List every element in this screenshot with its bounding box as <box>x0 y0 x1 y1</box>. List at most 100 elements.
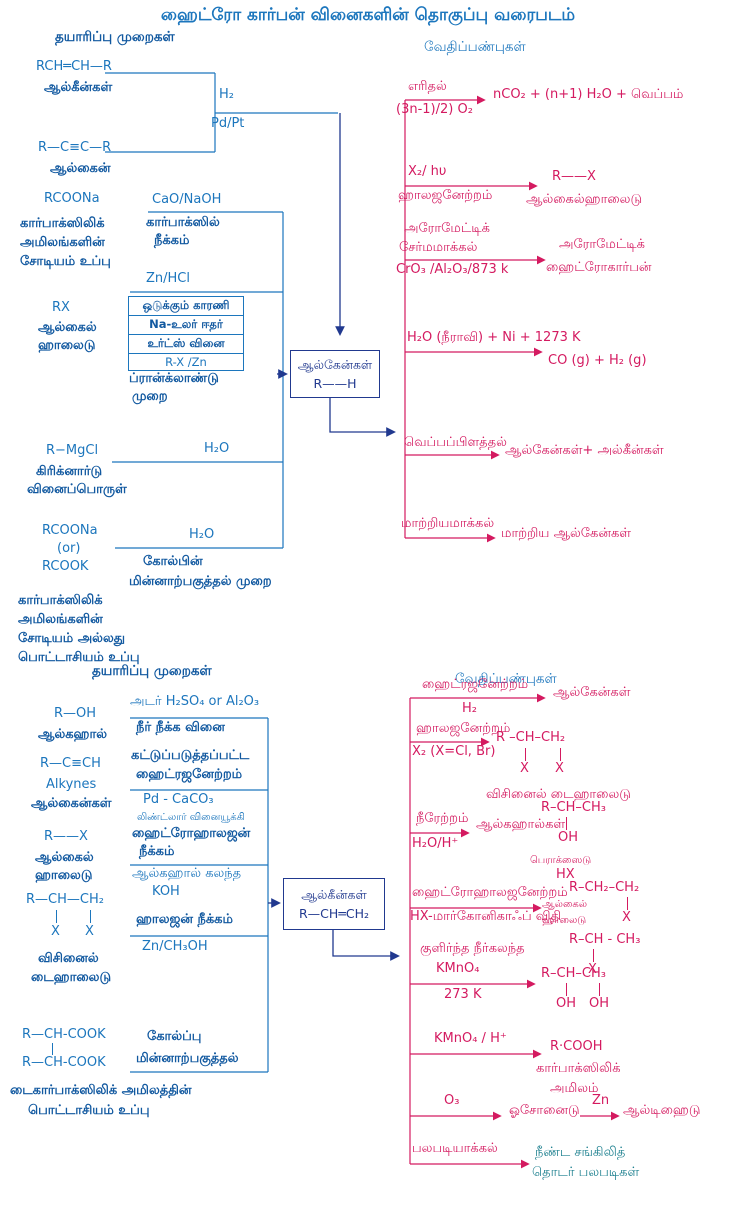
vicinal-product-x-2: X <box>555 761 564 776</box>
pdpt-catalyst: Pd/Pt <box>211 116 245 131</box>
peroxide-label: பெராக்ஸைடு <box>530 855 592 866</box>
reaction-lines-top <box>404 95 546 543</box>
vicinal-x-2: X <box>85 924 94 939</box>
wurtz-row-na-dry-ether: Na-உலர் ஈதர் <box>129 315 243 334</box>
rx-formula: RX <box>52 300 70 315</box>
alkyl-halide-product-1: ஆல்கைல் <box>542 899 588 910</box>
bond-line <box>560 748 562 761</box>
kolbe-bottom-2: மின்னாற்பகுத்தல் <box>136 1051 239 1066</box>
alkyl-halide-bottom-1: ஆல்கைல் <box>35 850 94 865</box>
alkyl-halide-label-1: ஆல்கைல் <box>38 320 97 335</box>
halogenation-product-label: ஆல்கைல்ஹாலைடு <box>526 192 643 207</box>
vicinal-product-x-1: X <box>520 761 529 776</box>
combustion-label: எரிதல் <box>408 79 447 94</box>
prep-header-bottom: தயாரிப்பு முறைகள் <box>92 663 212 679</box>
zn-hcl-reagent: Zn/HCl <box>146 271 190 286</box>
center-connectors <box>268 113 400 961</box>
wurtz-row-reducing-agent: ஒடுக்கும் காரணி <box>142 298 230 312</box>
prop-header-bottom: வேதிப்பண்புகள் <box>455 671 557 687</box>
wurtz-method-box: ஒடுக்கும் காரணி Na-உலர் ஈதர் உர்ட்ஸ் வின… <box>128 296 244 371</box>
hydrogenation-reagent: H₂ <box>462 701 477 716</box>
markovnikov-formula: R–CH - CH₃ <box>569 932 641 947</box>
alkyne-formula-bottom: R—C≡CH <box>40 756 101 771</box>
dicarboxylate-formula-1: R—CH-COOK <box>22 1027 106 1042</box>
lindlar-catalyst-label: லிண்ட்லார் வினையூக்கி <box>137 812 245 823</box>
alkyl-halide-product-2: ஹாலைடு <box>542 915 587 926</box>
prep-lines-bottom <box>130 717 269 1073</box>
steam-products: CO (g) + H₂ (g) <box>548 353 647 368</box>
decarboxylation-label-2: நீக்கம் <box>154 233 190 248</box>
halogenation-product-formula: R——X <box>552 169 596 184</box>
dehydration-reagent: அடர் H₂SO₄ or Al₂O₃ <box>130 694 260 709</box>
salt-label-2: அமிலங்களின் <box>18 612 103 627</box>
aromatization-label-1: அரோமேட்டிக் <box>404 221 490 236</box>
grignard-formula: R−MgCl <box>46 443 99 458</box>
bond-line <box>566 983 568 996</box>
wurtz-row-wurtz-reaction: உர்ட்ஸ் வினை <box>129 334 243 353</box>
vicinal-label-1: விசினைல் <box>38 951 99 966</box>
ozone-reagent: O₃ <box>444 1093 460 1108</box>
pyrolysis-label: வெப்பப்பிளத்தல் <box>404 435 507 450</box>
prep-lines-top <box>105 72 338 549</box>
alkyne-formula: R—C≡C—R <box>38 140 112 155</box>
or-label: (or) <box>57 541 81 556</box>
markovnikov-x: X <box>588 962 597 977</box>
hydration-label: நீரேற்றம் <box>416 811 469 826</box>
prep-header-top: தயாரிப்பு முறைகள் <box>55 29 175 45</box>
alkene-formula: RCH═CH—R <box>36 59 112 74</box>
dehalogenation-reagent: Zn/CH₃OH <box>142 939 208 954</box>
cold-kmno4-temp: 273 K <box>444 987 482 1002</box>
aromatization-reagent: CrO₃ /Al₂O₃/873 k <box>396 262 509 277</box>
carboxylate-salt-label-2: அமிலங்களின் <box>20 235 105 250</box>
decarboxylation-label-1: கார்பாக்ஸில் <box>146 215 220 230</box>
halogenation-reagent-top: X₂/ hυ <box>408 164 447 179</box>
alcohol-label: ஆல்கஹால் <box>38 727 108 742</box>
aromatization-label-2: சேர்மமாக்கல் <box>399 240 478 255</box>
alcohols-product-label: ஆல்கஹால்கள் <box>476 817 566 832</box>
alkenes-box-formula: R—CH═CH₂ <box>299 906 369 921</box>
anti-markovnikov-x: X <box>622 910 631 925</box>
markovnikov-rule-label: HX-மார்கோனிகாஃப் விதி <box>410 909 562 924</box>
vicinal-dihalide-formula: R—CH—CH₂ <box>26 892 104 907</box>
hydration-reagent: H₂O/H⁺ <box>412 836 459 851</box>
diol-oh-2: OH <box>589 996 610 1011</box>
halogenation-reagent-bottom: X₂ (X=Cl, Br) <box>412 744 496 759</box>
salt-label-4: பொட்டாசியம் உப்பு <box>18 650 140 665</box>
wurtz-row-rx-zn: R-X /Zn <box>129 353 243 370</box>
dehydration-name: நீர் நீக்க வினை <box>136 720 225 735</box>
bond-line <box>52 1043 54 1055</box>
cold-kmno4-label-2: KMnO₄ <box>436 961 480 976</box>
alkyl-halide-label-2: ஹாலைடு <box>38 338 96 353</box>
dehydrohalogenation-2: நீக்கம் <box>139 844 175 859</box>
isomerization-products: மாற்றிய ஆல்கேன்கள் <box>501 526 631 541</box>
steam-reagent: H₂O (நீராவி) + Ni + 1273 K <box>407 330 581 345</box>
carboxylate-salt-label-1: கார்பாக்ஸிலிக் <box>20 216 105 231</box>
polymerization-label: பலபடியாக்கல் <box>412 1141 498 1156</box>
hx-label: HX <box>556 867 575 882</box>
ozonide-label: ஓசோனைடு <box>509 1103 580 1118</box>
salt-label-3: சோடியம் அல்லது <box>18 631 126 646</box>
rx-formula-bottom: R——X <box>44 829 88 844</box>
reaction-lines-bottom <box>409 693 620 1169</box>
diol-product-formula: R–CH–CH₃ <box>541 966 606 981</box>
hydrogenation-product: ஆல்கேன்கள் <box>553 685 631 700</box>
vicinal-product-formula: R –CH–CH₂ <box>496 730 566 745</box>
alcoholic-koh-1: ஆல்கஹால் கலந்த <box>132 866 242 881</box>
alkanes-box: ஆல்கேன்கள் R——H <box>290 350 380 398</box>
alkyne-label: ஆல்கைன் <box>50 161 111 176</box>
bond-line <box>627 897 629 910</box>
rcook-formula: RCOOK <box>42 559 89 574</box>
bond-line <box>593 949 595 962</box>
bond-line <box>56 910 58 923</box>
alkene-label: ஆல்கீன்கள் <box>44 80 113 95</box>
rcoona-formula: RCOONa <box>44 191 100 206</box>
controlled-hydrogenation-2: ஹைட்ரஜனேற்றம் <box>136 767 243 782</box>
cold-kmno4-label-1: குளிர்ந்த நீர்கலந்த <box>420 941 525 956</box>
h2o-reagent-2: H₂O <box>189 527 215 542</box>
aromatization-product-2: ஹைட்ரோகார்பன் <box>546 260 652 275</box>
frankland-label-1: ப்ரான்க்லாண்டு <box>129 371 219 386</box>
alkenes-box: ஆல்கீன்கள் R—CH═CH₂ <box>283 878 385 930</box>
bond-line <box>525 748 527 761</box>
halogenation-label-bottom: ஹாலஜனேற்றம் <box>416 721 511 736</box>
